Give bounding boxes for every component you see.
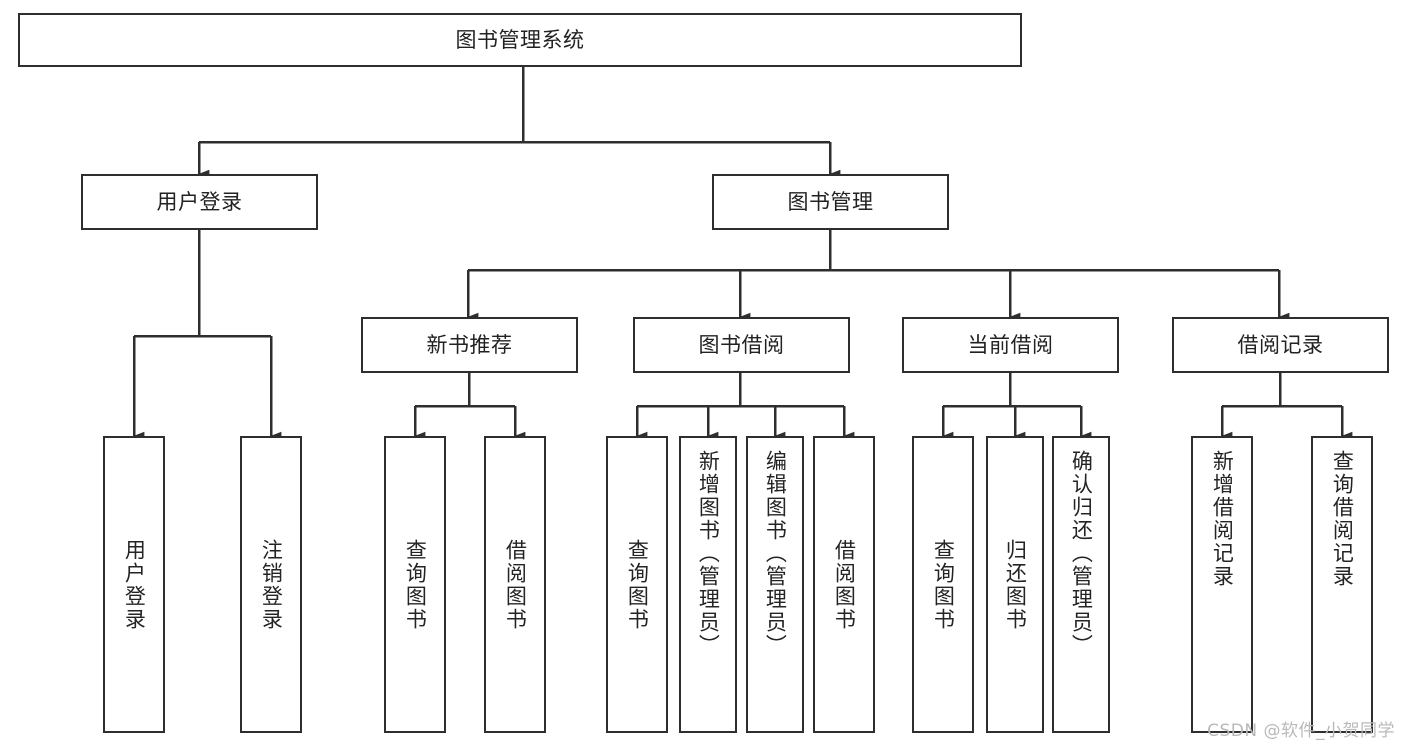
node-l1-user-login[interactable]: 用户登录 <box>81 174 318 230</box>
node-root[interactable]: 图书管理系统 <box>18 13 1022 67</box>
node-leaf-cb-confirm[interactable]: 确认归还（管理员） <box>1052 436 1110 733</box>
node-label: 图书管理 <box>787 189 874 214</box>
node-leaf-bo-query[interactable]: 查询图书 <box>606 436 668 733</box>
node-label: 借阅图书 <box>832 538 857 631</box>
node-label: 归还图书 <box>1003 538 1028 631</box>
node-l1-book-mgmt[interactable]: 图书管理 <box>712 174 949 230</box>
node-l2-current[interactable]: 当前借阅 <box>902 317 1119 373</box>
node-l2-borrow[interactable]: 图书借阅 <box>633 317 850 373</box>
node-leaf-rec-query[interactable]: 查询借阅记录 <box>1311 436 1373 733</box>
node-label: 新增借阅记录 <box>1210 450 1235 588</box>
node-label: 注销登录 <box>259 538 284 631</box>
node-label: 当前借阅 <box>967 332 1054 357</box>
node-label: 查询图书 <box>403 538 428 631</box>
node-label: 新增图书（管理员） <box>696 450 721 657</box>
node-label: 借阅记录 <box>1237 332 1324 357</box>
node-leaf-bo-add[interactable]: 新增图书（管理员） <box>679 436 737 733</box>
node-label: 借阅图书 <box>503 538 528 631</box>
node-leaf-bo-borrow[interactable]: 借阅图书 <box>813 436 875 733</box>
node-label: 查询图书 <box>625 538 650 631</box>
connector-lines <box>132 67 1353 441</box>
node-leaf-nb-query[interactable]: 查询图书 <box>384 436 446 733</box>
node-label: 用户登录 <box>156 189 243 214</box>
node-l2-new-book[interactable]: 新书推荐 <box>361 317 578 373</box>
node-leaf-cb-return[interactable]: 归还图书 <box>986 436 1044 733</box>
node-label: 图书借阅 <box>698 332 785 357</box>
node-leaf-nb-borrow[interactable]: 借阅图书 <box>484 436 546 733</box>
node-leaf-rec-add[interactable]: 新增借阅记录 <box>1191 436 1253 733</box>
node-leaf-user-login[interactable]: 用户登录 <box>103 436 165 733</box>
node-label: 用户登录 <box>122 538 147 631</box>
node-label: 查询借阅记录 <box>1330 450 1355 588</box>
node-l2-records[interactable]: 借阅记录 <box>1172 317 1389 373</box>
node-leaf-user-logout[interactable]: 注销登录 <box>240 436 302 733</box>
node-leaf-cb-query[interactable]: 查询图书 <box>912 436 974 733</box>
node-leaf-bo-edit[interactable]: 编辑图书（管理员） <box>746 436 804 733</box>
node-label: 新书推荐 <box>426 332 513 357</box>
node-label: 查询图书 <box>931 538 956 631</box>
node-label: 确认归还（管理员） <box>1069 450 1094 657</box>
node-label: 编辑图书（管理员） <box>763 450 788 657</box>
node-label: 图书管理系统 <box>455 27 585 52</box>
